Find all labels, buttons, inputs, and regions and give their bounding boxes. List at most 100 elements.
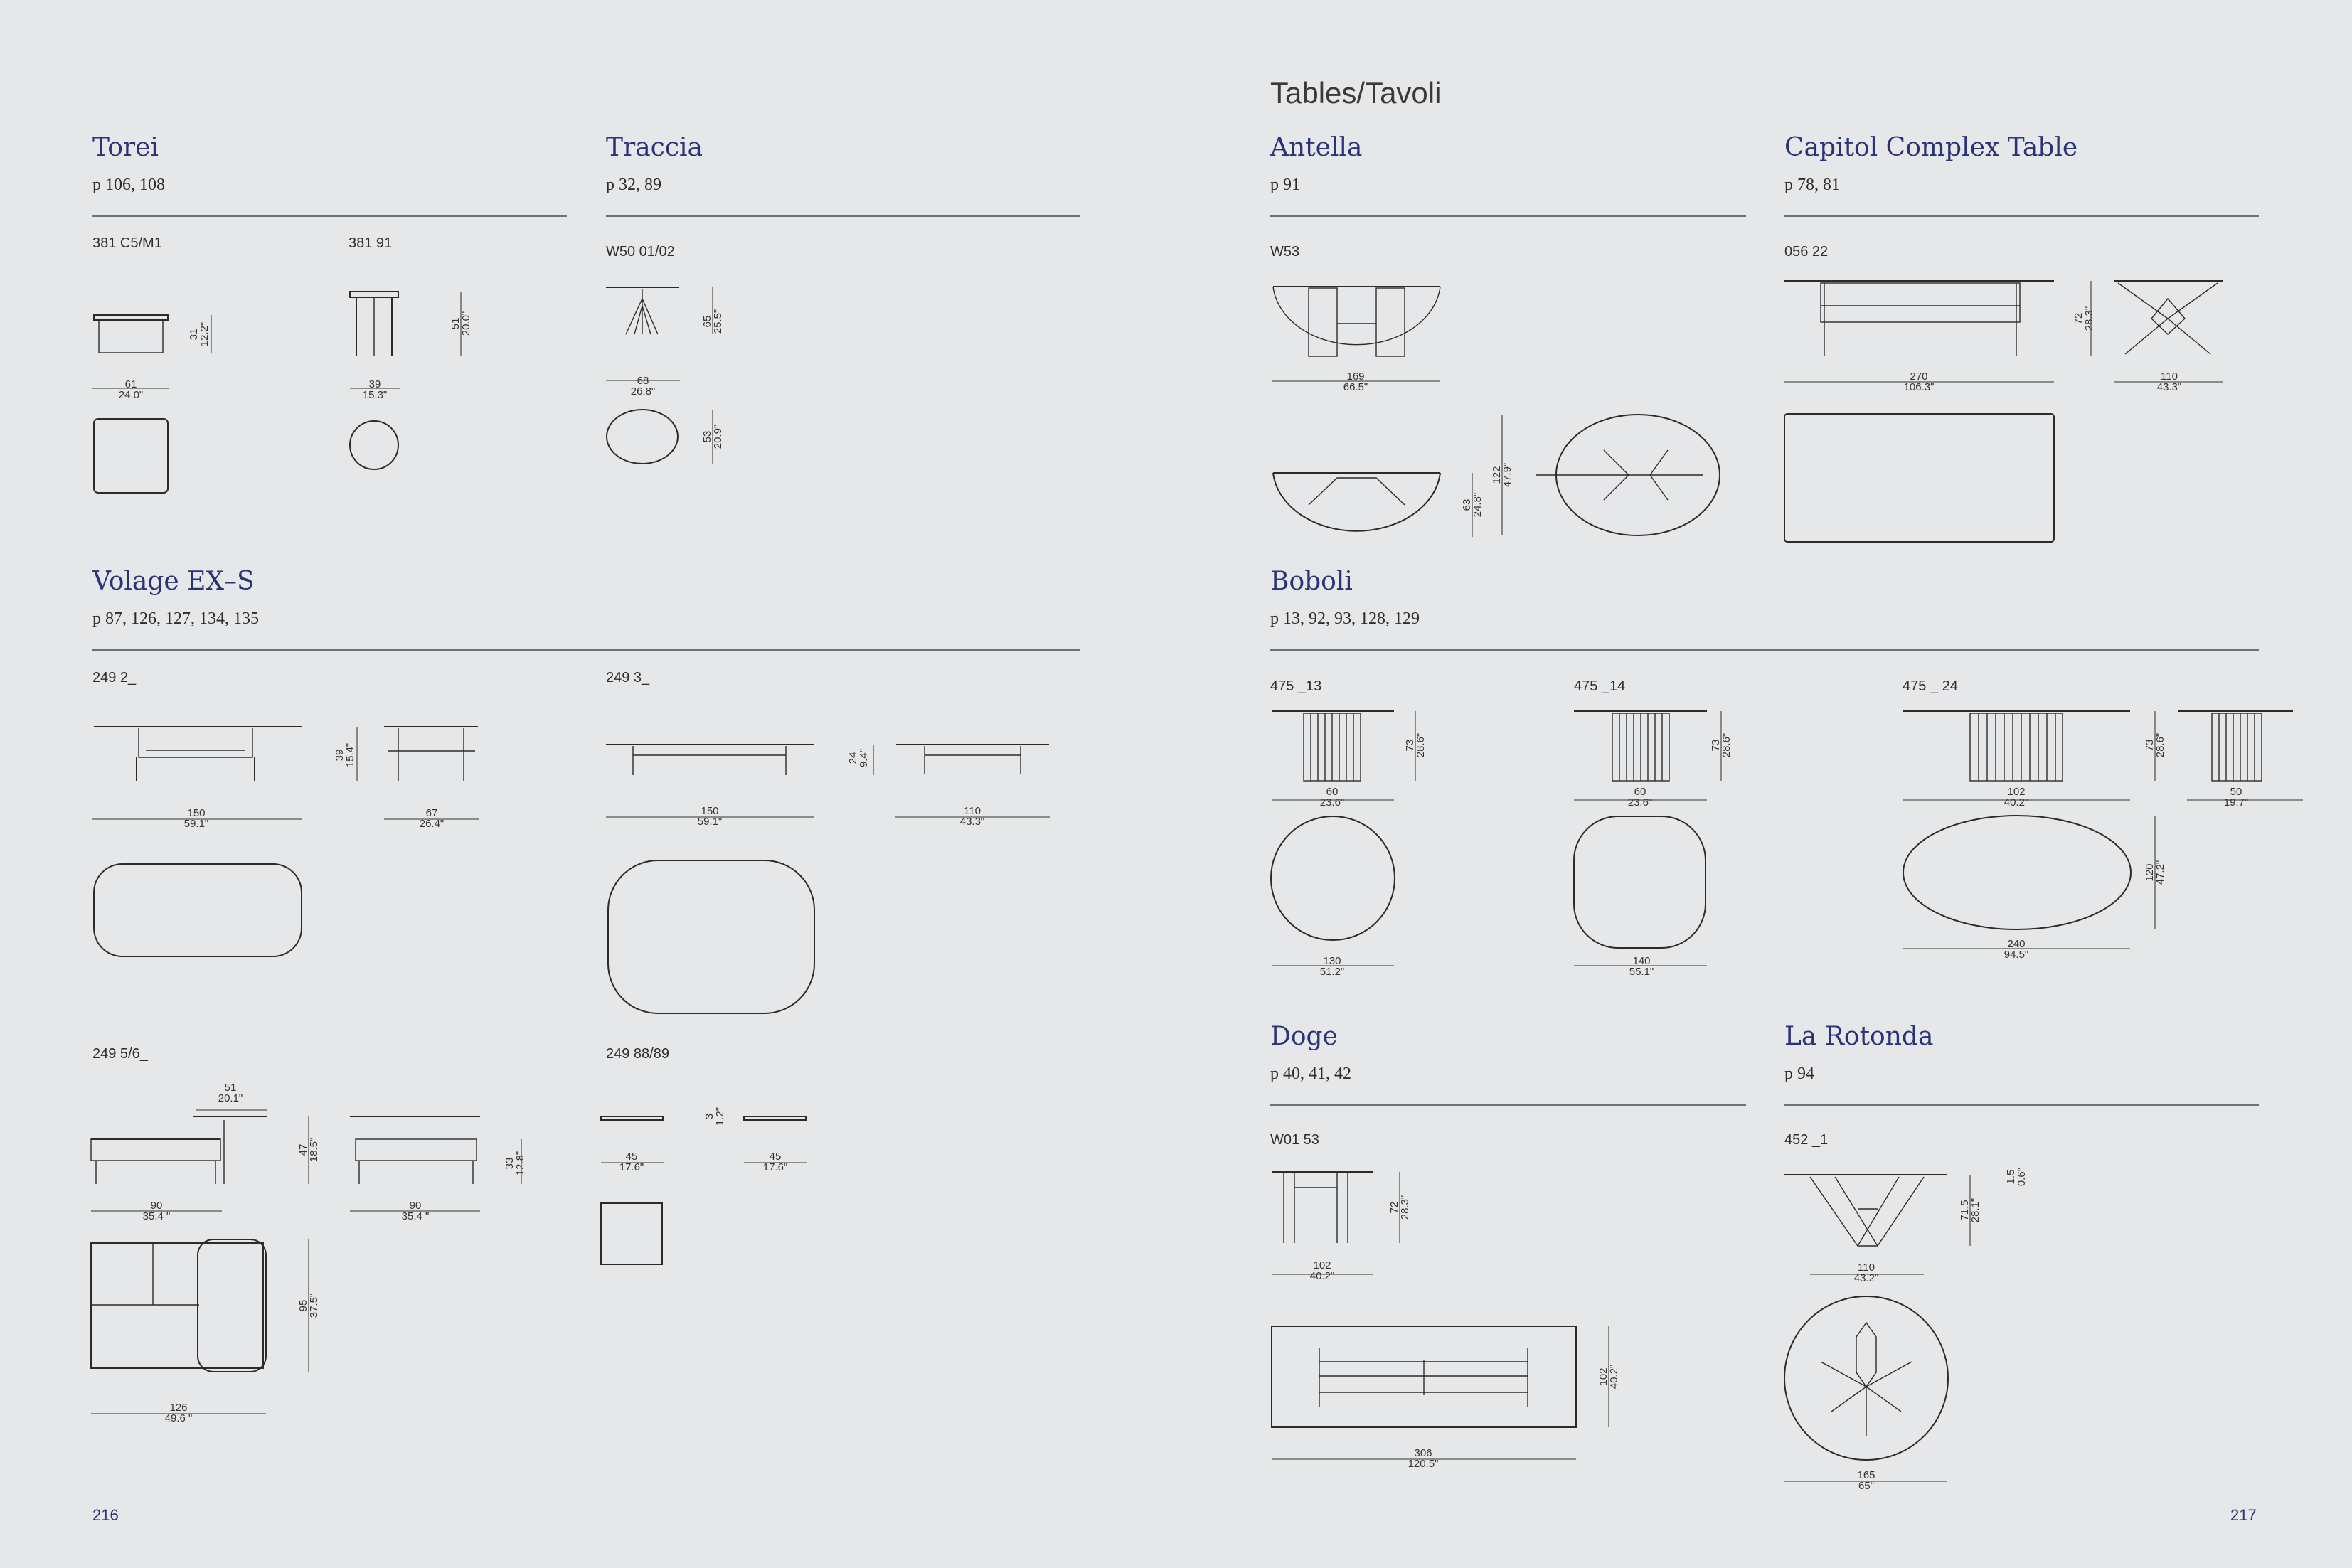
torei-c5-top-view: [93, 418, 169, 494]
antella-side: [1272, 286, 1441, 357]
page-references: p 106, 108: [92, 176, 165, 194]
traccia-top-view: [606, 409, 679, 464]
page-number-right: 217: [2230, 1506, 2257, 1524]
volage-249-3-top: [607, 860, 815, 1014]
product-code: 475 _13: [1270, 678, 1322, 694]
divider: [1270, 1104, 1746, 1106]
boboli-24-front: [2178, 710, 2293, 782]
page-references: p 87, 126, 127, 134, 135: [92, 609, 259, 628]
volage-249-56-front: [350, 1116, 480, 1184]
product-code: W53: [1270, 244, 1300, 260]
page-references: p 13, 92, 93, 128, 129: [1270, 609, 1420, 628]
product-title: Capitol Complex Table: [1784, 133, 2078, 162]
antella-top: [1536, 414, 1720, 536]
capitol-side: [1784, 280, 2054, 356]
product-title: Torei: [92, 133, 159, 162]
volage-249-88-side: [600, 1116, 807, 1121]
capitol-top: [1784, 413, 2055, 543]
product-code: 381 91: [348, 235, 393, 251]
volage-249-2-side: [94, 726, 302, 781]
doge-side: [1272, 1171, 1373, 1243]
doge-top: [1271, 1326, 1577, 1428]
volage-249-3-side: [606, 744, 814, 775]
page-number-left: 216: [92, 1506, 119, 1524]
torei-91-side-view: [349, 291, 399, 356]
boboli-14-top: [1573, 816, 1706, 949]
product-code: 381 C5/M1: [92, 235, 162, 251]
divider: [606, 215, 1080, 217]
product-code: 475 _ 24: [1903, 678, 1958, 694]
product-code: 475 _14: [1574, 678, 1626, 694]
product-code: W50 01/02: [606, 244, 675, 260]
product-title: La Rotonda: [1784, 1022, 1934, 1051]
divider: [1784, 1104, 2259, 1106]
product-code: 056 22: [1784, 244, 1829, 260]
divider: [1784, 215, 2259, 217]
divider: [92, 649, 1080, 651]
page-references: p 32, 89: [606, 176, 661, 194]
divider: [1270, 649, 2259, 651]
product-title: Doge: [1270, 1022, 1338, 1051]
product-code: 249 5/6_: [92, 1046, 148, 1062]
volage-249-88-top: [600, 1202, 663, 1265]
page-references: p 94: [1784, 1065, 1814, 1083]
dimension-lines: [91, 281, 2303, 1482]
product-title: Traccia: [606, 133, 703, 162]
product-code: W01 53: [1270, 1132, 1319, 1148]
boboli-14-side: [1574, 710, 1707, 782]
page-references: p 78, 81: [1784, 176, 1840, 194]
rotonda-top: [1784, 1296, 1949, 1461]
boboli-13-top: [1270, 816, 1395, 941]
product-title: Antella: [1270, 133, 1363, 162]
boboli-13-side: [1272, 710, 1394, 782]
boboli-24-top: [1903, 815, 2132, 930]
page-references: p 91: [1270, 176, 1300, 194]
product-code: 249 3_: [606, 670, 650, 686]
traccia-side-view: [606, 287, 679, 335]
product-code: 249 2_: [92, 670, 137, 686]
volage-249-3-front: [896, 744, 1049, 774]
volage-249-56-top: [90, 1239, 267, 1372]
volage-249-56-side: [90, 1116, 267, 1184]
